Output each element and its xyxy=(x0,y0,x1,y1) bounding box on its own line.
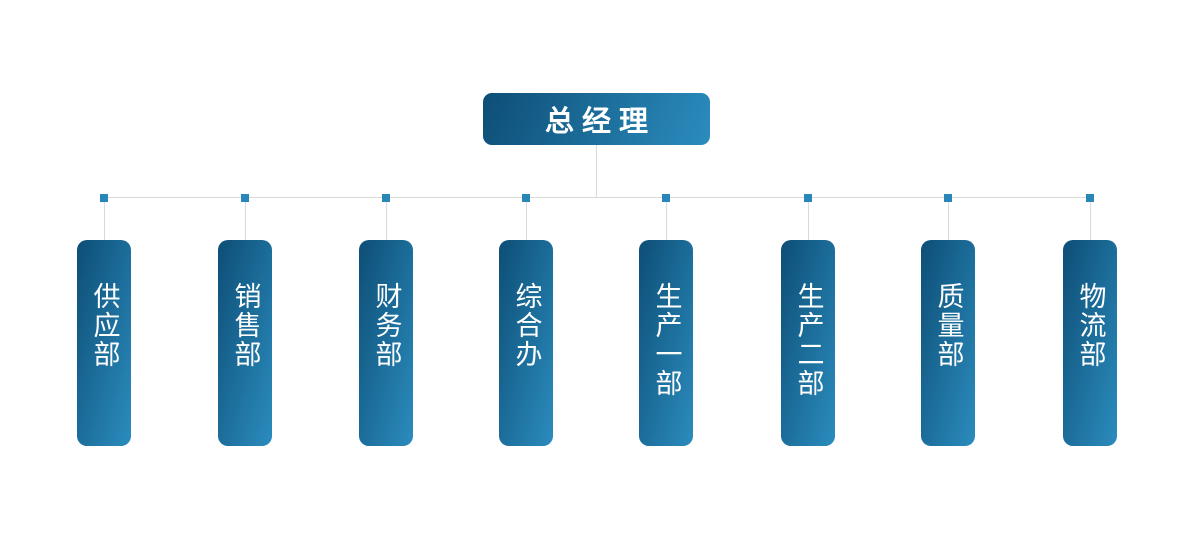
connector-drop-line-production-1 xyxy=(666,198,667,240)
dept-node-production-1: 生产一部 xyxy=(639,240,693,446)
dept-node-production-2: 生产二部 xyxy=(781,240,835,446)
connector-horizontal-line xyxy=(104,197,1091,198)
connector-drop-line-finance xyxy=(386,198,387,240)
junction-square-production-2 xyxy=(804,194,812,202)
connector-drop-line-general-office xyxy=(526,198,527,240)
dept-label-general-office: 综合办 xyxy=(511,282,542,369)
connector-drop-line-logistics xyxy=(1090,198,1091,240)
dept-node-logistics: 物流部 xyxy=(1063,240,1117,446)
dept-label-finance: 财务部 xyxy=(371,282,402,369)
connector-drop-line-production-2 xyxy=(808,198,809,240)
dept-label-production-2: 生产二部 xyxy=(793,282,824,398)
dept-node-finance: 财务部 xyxy=(359,240,413,446)
junction-square-quality xyxy=(944,194,952,202)
dept-node-general-office: 综合办 xyxy=(499,240,553,446)
dept-node-quality: 质量部 xyxy=(921,240,975,446)
dept-label-supply: 供应部 xyxy=(89,282,120,369)
junction-square-supply xyxy=(100,194,108,202)
connector-drop-line-sales xyxy=(245,198,246,240)
connector-root-drop-line xyxy=(596,145,597,198)
junction-square-production-1 xyxy=(662,194,670,202)
root-node-label: 总经理 xyxy=(544,106,656,138)
junction-square-finance xyxy=(382,194,390,202)
dept-node-supply: 供应部 xyxy=(77,240,131,446)
dept-label-sales: 销售部 xyxy=(230,282,261,369)
dept-label-quality: 质量部 xyxy=(933,282,964,369)
connector-drop-line-supply xyxy=(104,198,105,240)
root-node-general-manager: 总经理 xyxy=(483,93,710,145)
connector-drop-line-quality xyxy=(948,198,949,240)
dept-label-production-1: 生产一部 xyxy=(651,282,682,398)
dept-node-sales: 销售部 xyxy=(218,240,272,446)
junction-square-logistics xyxy=(1086,194,1094,202)
dept-label-logistics: 物流部 xyxy=(1075,282,1106,369)
junction-square-sales xyxy=(241,194,249,202)
junction-square-general-office xyxy=(522,194,530,202)
